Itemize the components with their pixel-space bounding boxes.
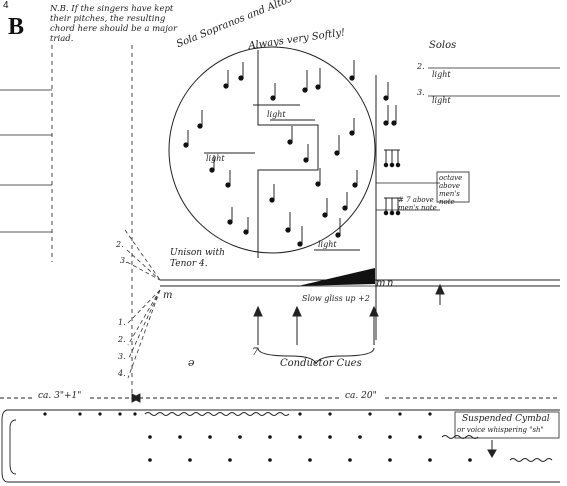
cymbal-box [454, 411, 560, 439]
left-voice-number-2: 3. [120, 256, 128, 265]
schwa-symbol: ə [188, 356, 195, 369]
cue-mark: 7 [252, 347, 259, 358]
scattered-notes [183, 60, 401, 247]
section-letter: B [8, 14, 25, 40]
right-duration-label: ca. 20" [345, 391, 377, 401]
cymbal-sublabel: or voice whispering "sh" [457, 426, 544, 434]
circle-light-label-3: light [318, 240, 337, 249]
left-voice-number-1: 2. [116, 240, 124, 249]
conductor-cues-label: Conductor Cues [280, 358, 362, 369]
left-voice-number-6: 4. [118, 369, 126, 378]
tremolo-lines [144, 412, 553, 462]
left-voice-number-3: 1. [118, 318, 126, 327]
dashed-fan [124, 229, 161, 379]
octave-note: octave above men's note [439, 174, 463, 206]
right-light-label-2: light [432, 96, 451, 105]
fifth-note: # 7 above men's note [398, 196, 437, 212]
cymbal-label: Suspended Cymbal [462, 414, 550, 424]
gliss-label: Slow gliss up +2 [302, 294, 370, 303]
bottom-bracket [1, 409, 560, 483]
solos-label: Solos [429, 40, 457, 51]
duration-line [0, 393, 560, 403]
crescendo-wedge [298, 268, 375, 286]
bottom-dots [43, 412, 472, 462]
dashed-barlines [51, 45, 133, 400]
circle-light-label-1: light [267, 110, 286, 119]
internal-barlines [257, 50, 377, 340]
right-staff [376, 67, 560, 211]
performance-note: N.B. If the singers have kept their pitc… [50, 4, 178, 44]
left-staff-lines [0, 89, 52, 233]
right-staff-number-2: 2. [417, 62, 425, 71]
right-staff-number-3: 3. [417, 88, 425, 97]
m-mark-1: m [163, 290, 173, 301]
performance-circle [168, 46, 376, 254]
circle-light-label-2: light [206, 154, 225, 163]
n-mark: n [387, 278, 394, 289]
left-voice-number-4: 2. [118, 335, 126, 344]
light-lines [204, 104, 360, 251]
right-light-label-1: light [432, 70, 451, 79]
left-duration-label: ca. 3"+1" [38, 391, 82, 401]
unison-label: Unison with Tenor 4. [170, 248, 225, 269]
octave-note-box [436, 171, 470, 203]
conductor-cues [253, 283, 445, 365]
left-voice-number-5: 3. [118, 352, 126, 361]
page-number: 4 [3, 0, 9, 11]
m-mark-2: m [376, 278, 386, 289]
cymbal-arrow [487, 440, 497, 459]
